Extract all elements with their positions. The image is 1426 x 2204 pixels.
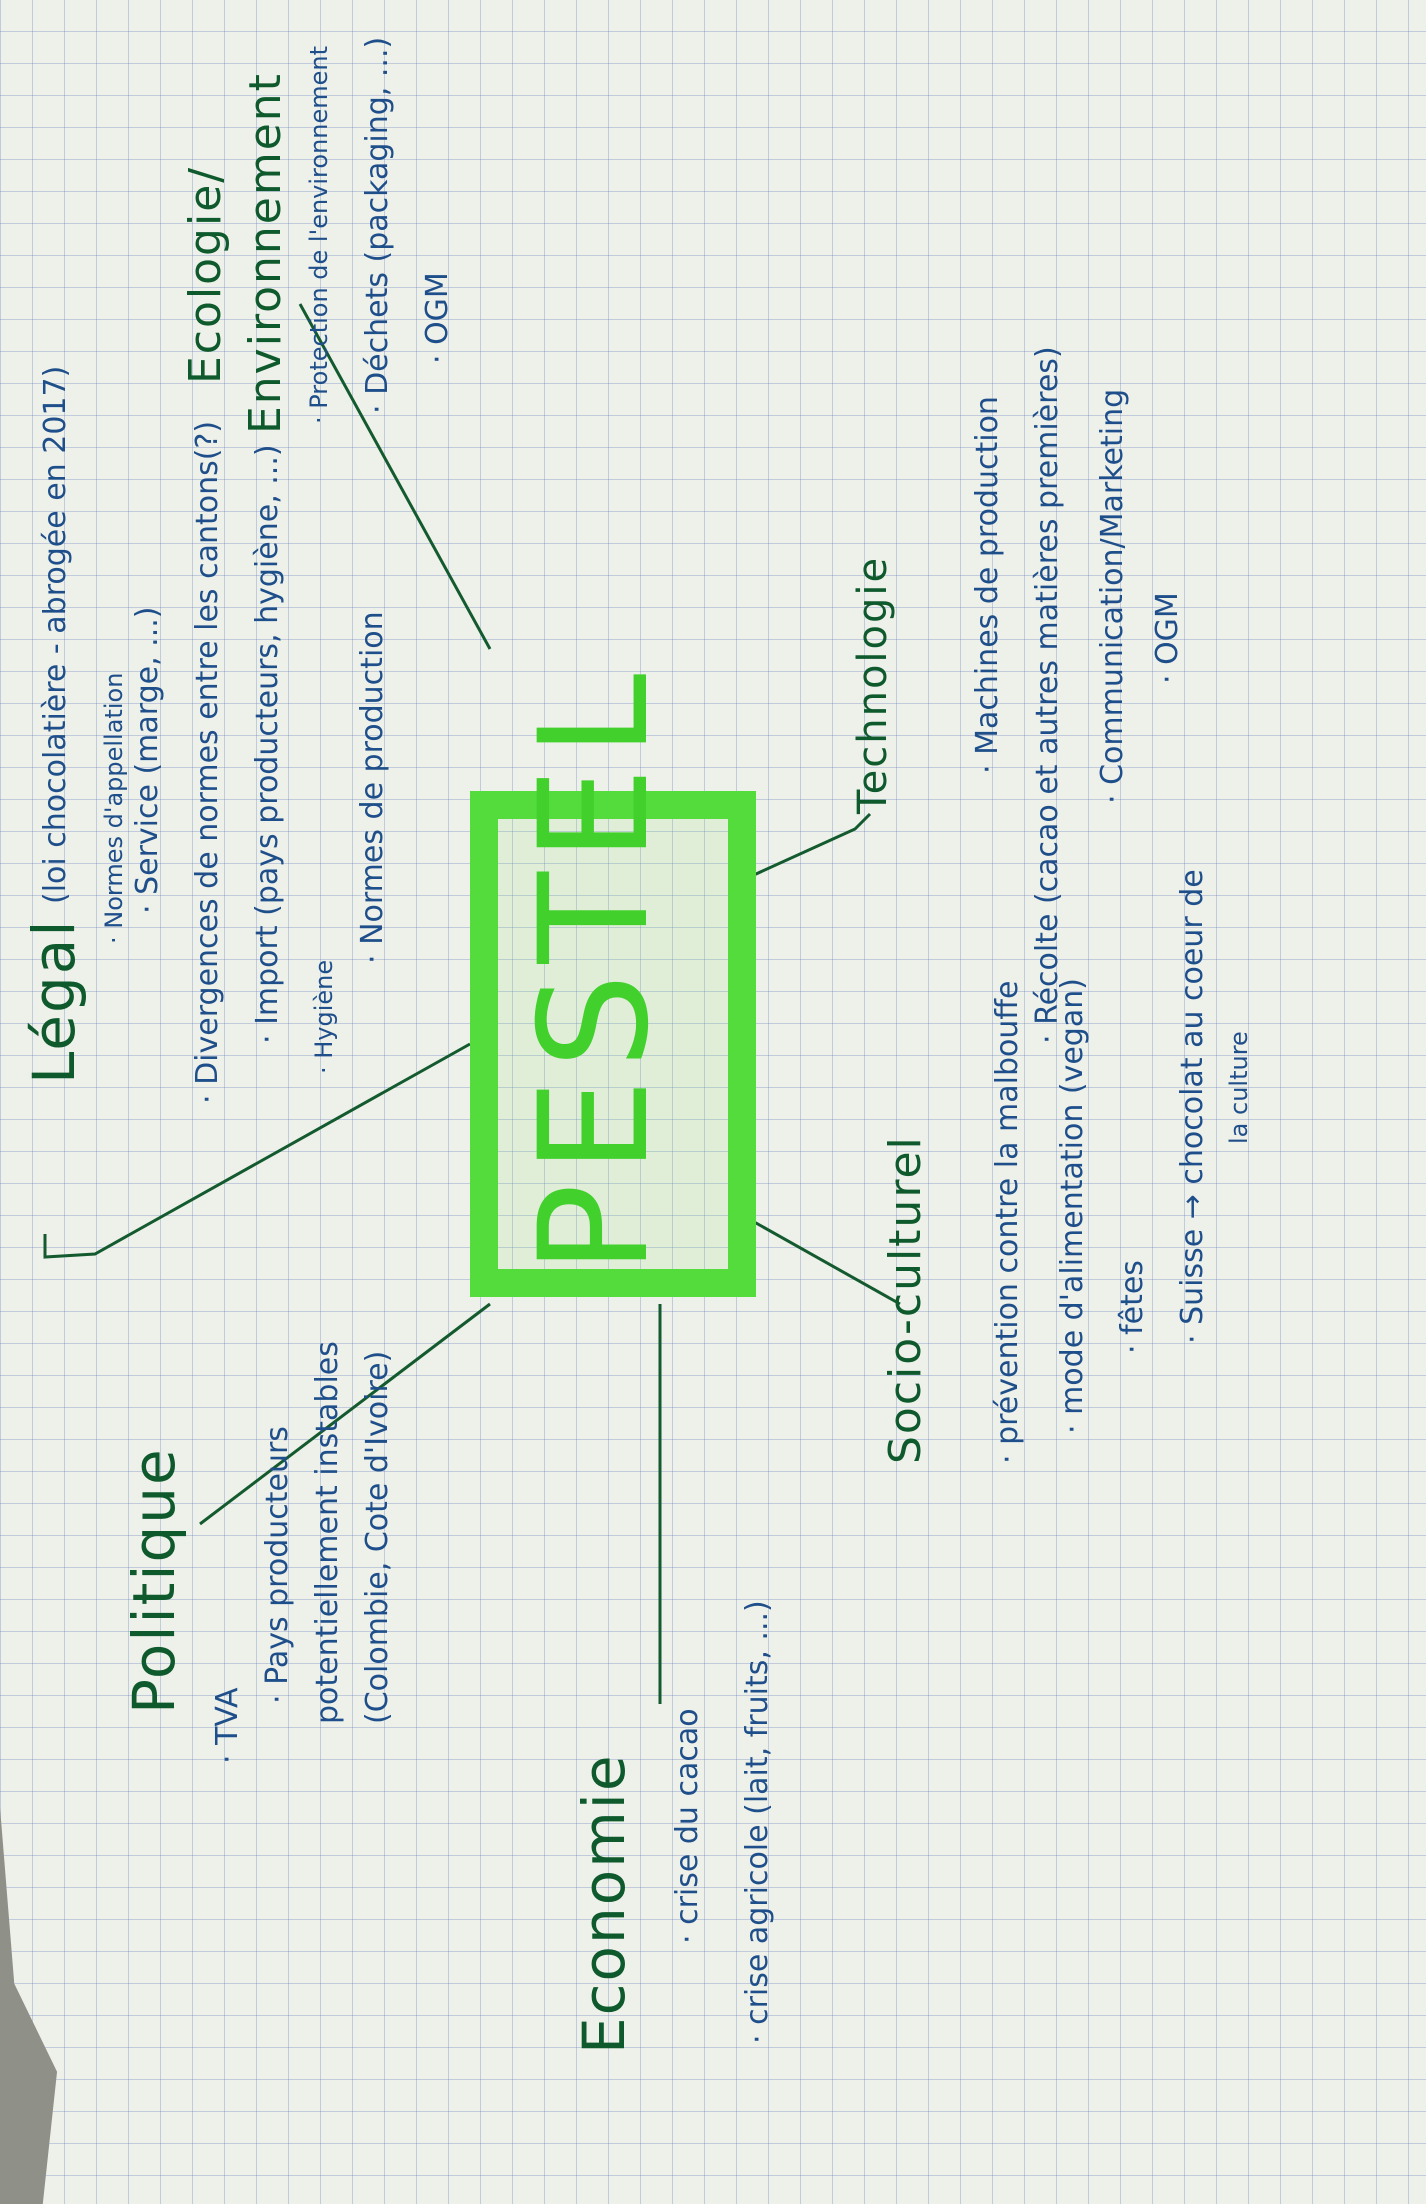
link-socio <box>739 1212 901 1306</box>
legal-item: · Normes de production <box>355 611 390 964</box>
legal-item: · Normes d'appellation <box>100 672 128 944</box>
link-technologie <box>744 812 872 881</box>
socio-item: · fêtes <box>1115 1260 1150 1354</box>
legal-item: · Import (pays producteurs, hygiène, ...… <box>250 444 285 1044</box>
ecologie-item: · Protection de l'environnement <box>305 45 333 424</box>
link-ecologie <box>298 303 492 650</box>
economie-item: · crise agricole (lait, fruits, ...) <box>740 1600 775 2044</box>
legal-heading: Légal <box>20 918 88 1084</box>
socio-item: · mode d'alimentation (vegan) <box>1055 978 1090 1434</box>
pestel-title: PESTEL <box>508 663 682 1274</box>
link-legal <box>43 1042 471 1259</box>
politique-item: potentiellement instables <box>310 1341 345 1724</box>
legal-item: · Divergences de normes entre les canton… <box>190 420 225 1104</box>
politique-heading: Politique <box>120 1447 188 1714</box>
economie-heading: Economie <box>570 1753 638 2054</box>
link-politique <box>199 1302 491 1526</box>
technologie-item: · OGM <box>1150 592 1185 684</box>
technologie-item: · Machines de production <box>970 396 1005 774</box>
legal-item: · Service (marge, ...) <box>130 606 165 915</box>
socio-heading: Socio-culturel <box>880 1135 931 1464</box>
economie-item: · crise du cacao <box>670 1708 705 1944</box>
technologie-item: · Récolte (cacao et autres matières prem… <box>1030 346 1065 1044</box>
socio-item: la culture <box>1225 1031 1253 1144</box>
politique-item: · TVA <box>210 1687 245 1764</box>
socio-item: · Suisse → chocolat au coeur de <box>1175 869 1210 1344</box>
politique-item: · Pays producteurs <box>260 1426 295 1704</box>
ecologie-heading: Ecologie/ <box>180 165 231 384</box>
ecologie-item: · Déchets (packaging, ...) <box>360 36 395 414</box>
legal-item: · Hygiène <box>310 959 338 1074</box>
ecologie-heading-line2: Environnement <box>240 72 291 434</box>
socio-item: · prévention contre la malbouffe <box>990 980 1025 1464</box>
politique-item: (Colombie, Cote d'Ivoire) <box>360 1350 395 1724</box>
ecologie-item: · OGM <box>420 272 455 364</box>
technologie-heading: Technologie <box>850 555 896 814</box>
legal-item: (loi chocolatière - abrogée en 2017) <box>38 365 73 904</box>
technologie-item: · Communication/Marketing <box>1095 388 1130 804</box>
